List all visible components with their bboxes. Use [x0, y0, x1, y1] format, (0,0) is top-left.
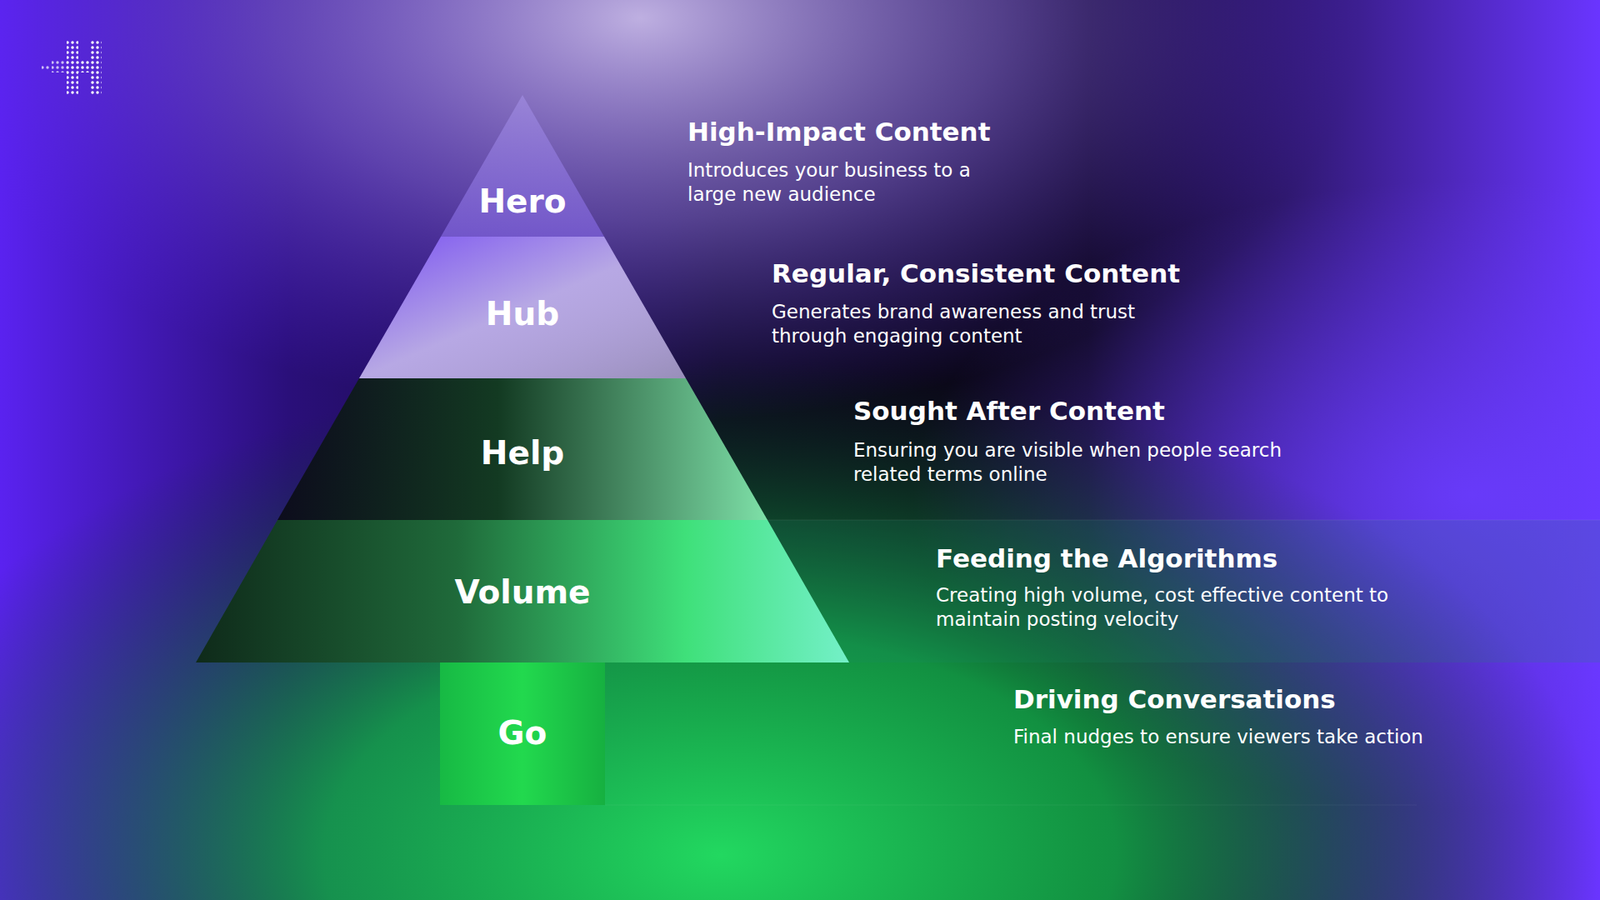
band-title: Volume [195, 573, 850, 613]
band-fill [440, 95, 605, 237]
pyramid-tip: Hero [440, 95, 605, 237]
tier-description: Final nudges to ensure viewers take acti… [1013, 725, 1580, 750]
pyramid-band: Help [277, 378, 768, 520]
tier-heading: High-Impact Content [687, 115, 990, 148]
band-title: Help [277, 434, 768, 474]
band-title: Go [440, 714, 605, 754]
logo [41, 40, 102, 95]
tier-description: Ensuring you are visible when people sea… [853, 438, 1320, 487]
tier-heading: Driving Conversations [1013, 683, 1336, 715]
tier-heading: Regular, Consistent Content [771, 257, 1180, 290]
tier-heading: Feeding the Algorithms [935, 542, 1278, 575]
tier-description: Creating high volume, cost effective con… [935, 583, 1428, 632]
tier-heading: Sought After Content [853, 395, 1165, 427]
band-fill [359, 236, 686, 379]
band-fill [277, 378, 768, 520]
trunk-box: Go [440, 662, 605, 805]
pyramid-band: Volume [195, 520, 850, 663]
tier-description: Generates brand awareness and trust thro… [771, 300, 1172, 349]
pyramid-band: Hub [359, 236, 686, 379]
band-title: Hero [440, 182, 605, 222]
band-title: Hub [359, 295, 686, 335]
band-fill [195, 520, 850, 663]
band-fill [440, 662, 605, 805]
tier-description: Introduces your business to a large new … [687, 158, 1005, 207]
